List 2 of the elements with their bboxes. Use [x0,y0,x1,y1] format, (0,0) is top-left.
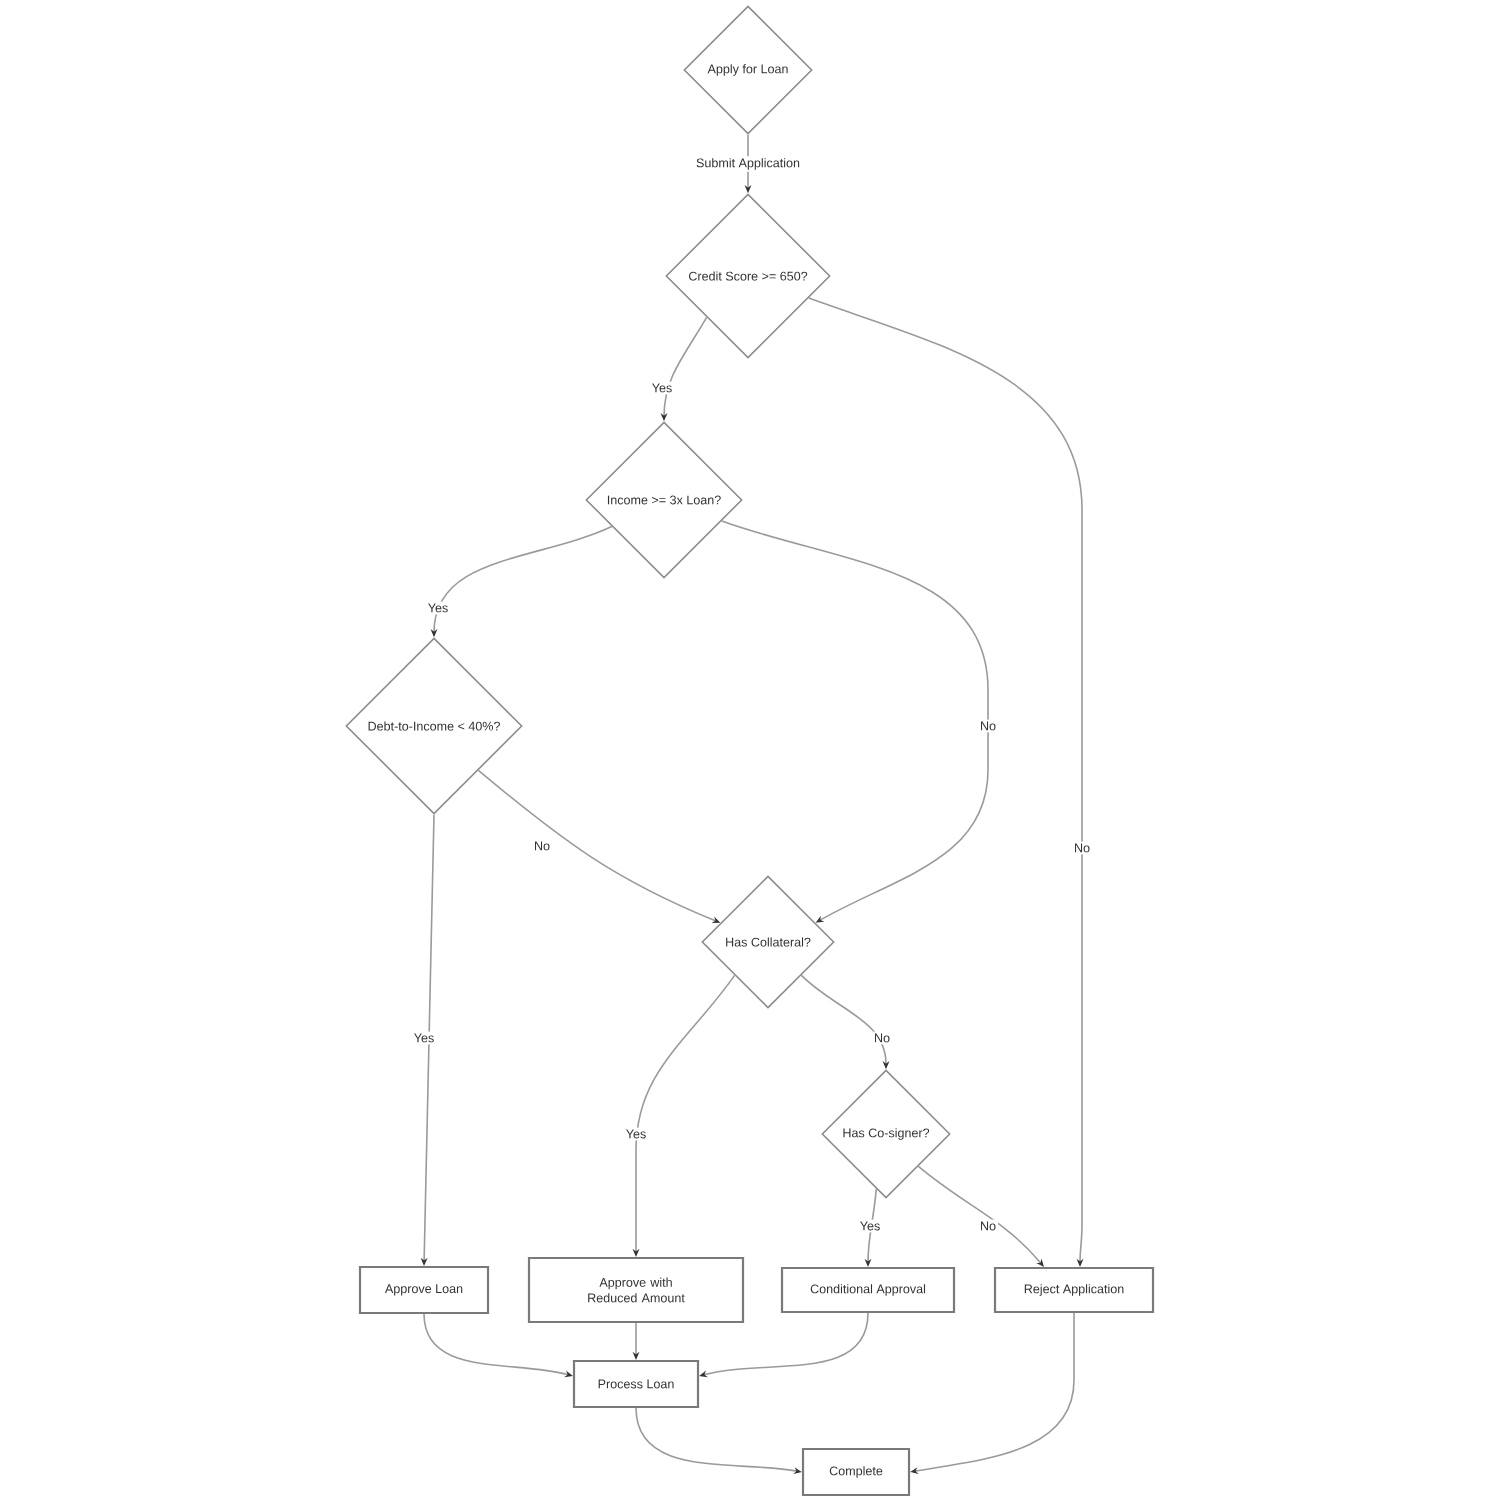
arrow [917,1165,1044,1267]
arrow [721,520,989,923]
